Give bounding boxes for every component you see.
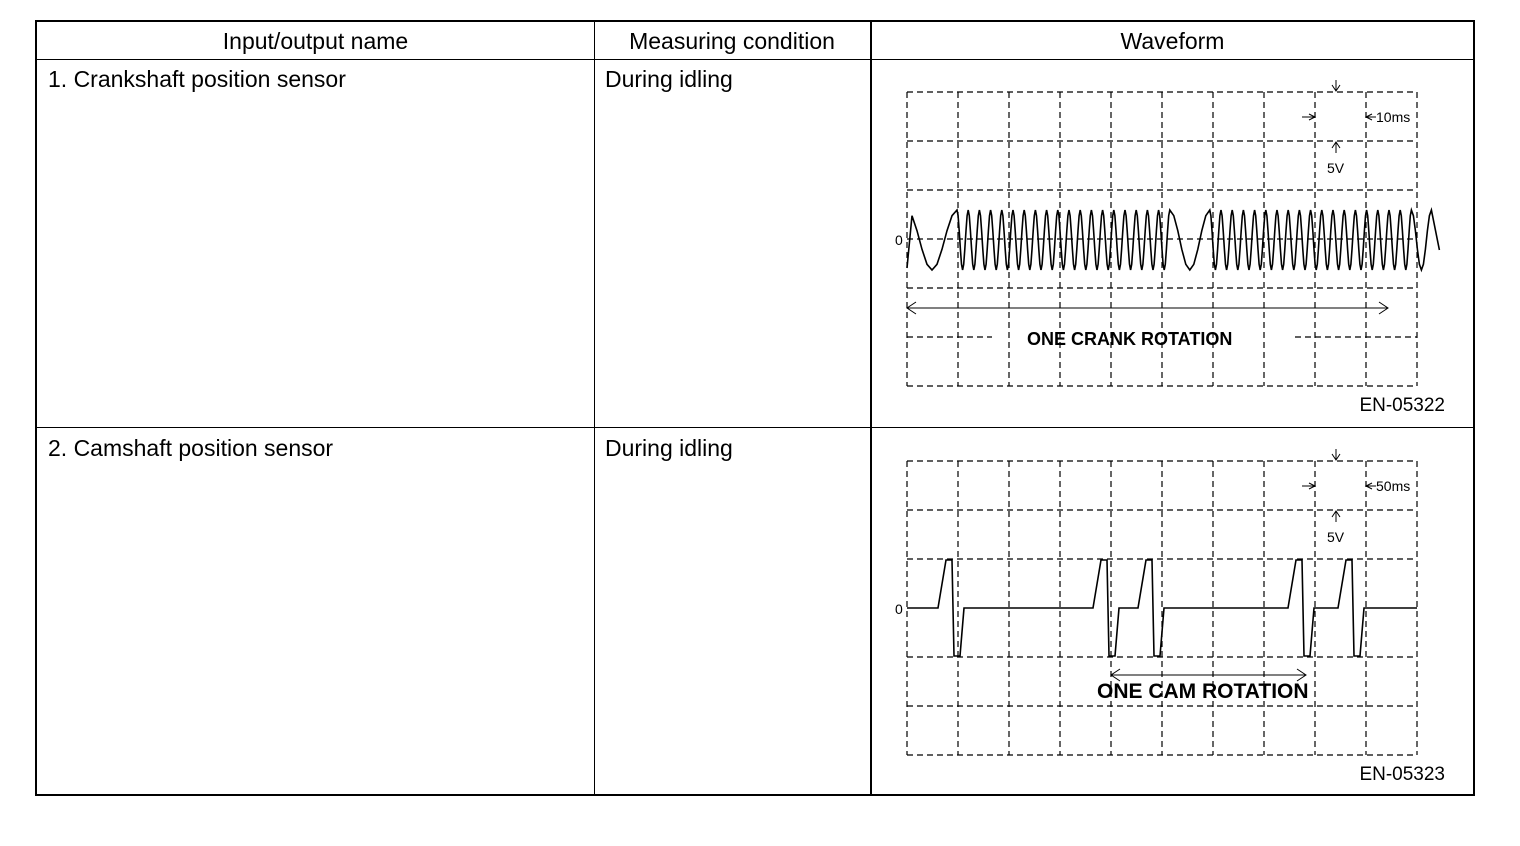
oscilloscope-grid [906,91,1418,387]
scale-markers [1110,449,1376,682]
oscilloscope-grid [906,460,1418,756]
voltage-scale-label: 5V [1327,529,1345,545]
sensor-waveform-table: Input/output name Measuring condition Wa… [35,20,1475,796]
row-1-name: 1. Crankshaft position sensor [48,66,346,92]
rotation-label: ONE CAM ROTATION [1097,680,1309,703]
zero-level-label: 0 [895,601,903,617]
crank-signal-trace [906,206,1441,273]
camshaft-waveform-figure: 50ms 5V 0 ONE CAM ROTATION EN-05323 [895,449,1445,785]
column-divider [594,22,595,794]
scale-markers [906,80,1389,315]
row-2-name: 2. Camshaft position sensor [48,435,334,461]
time-scale-label: 50ms [1376,478,1410,494]
figure-id: EN-05323 [1359,764,1445,785]
zero-level-label: 0 [895,232,903,248]
time-scale-label: 10ms [1376,109,1410,125]
cam-signal-trace [907,559,1417,657]
row-1-condition: During idling [605,66,733,92]
figure-id: EN-05322 [1359,395,1445,416]
header-measuring-condition: Measuring condition [629,28,835,54]
crankshaft-waveform-figure: 10ms 5V 0 ONE CRANK ROTATION EN-05322 [895,80,1445,416]
rotation-label: ONE CRANK ROTATION [1027,329,1232,349]
column-divider [870,22,872,794]
row-divider [37,427,1473,428]
voltage-scale-label: 5V [1327,160,1345,176]
header-divider [37,59,1473,60]
row-2-condition: During idling [605,435,733,461]
header-input-output-name: Input/output name [222,28,409,54]
header-waveform: Waveform [1120,28,1225,54]
